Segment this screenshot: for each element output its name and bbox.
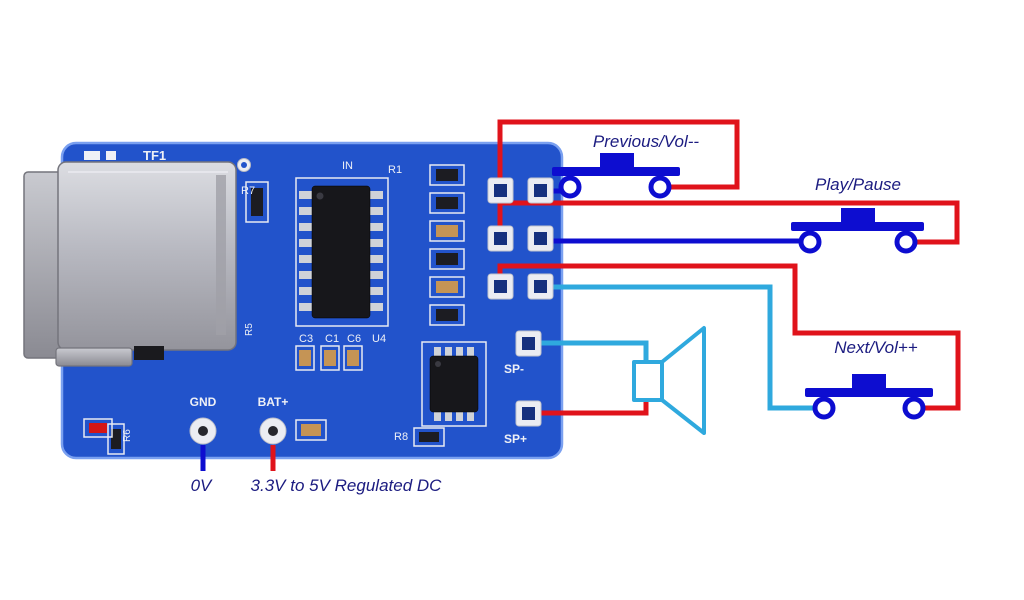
- speaker-icon: [632, 326, 706, 435]
- button-next-cap: [852, 374, 886, 388]
- silk-r8: R8: [394, 431, 408, 443]
- button-pad-row1: [487, 177, 554, 204]
- button-pad-row2: [487, 225, 554, 252]
- silk-c1: C1: [325, 333, 339, 345]
- wire-next-cyan: [540, 284, 815, 411]
- mounting-hole-center: [241, 162, 247, 168]
- bat-plus-pad: [259, 417, 287, 445]
- button-next-terminal-left: [812, 396, 836, 420]
- button-previous-label: Previous/Vol--: [593, 132, 699, 151]
- silk-sp-plus: SP+: [504, 432, 527, 446]
- gnd-annotation: 0V: [191, 476, 213, 495]
- fiducial-mark: [84, 151, 100, 160]
- button-next-bar: [805, 388, 933, 397]
- sp-minus-pad: [515, 330, 542, 357]
- button-previous: Previous/Vol--: [552, 132, 699, 199]
- speaker-cone: [660, 326, 706, 435]
- wire-speaker-minus: [531, 340, 649, 360]
- silk-c3: C3: [299, 333, 313, 345]
- sp-plus-pad: [515, 400, 542, 427]
- led-indicator: [83, 418, 113, 438]
- speaker-driver: [632, 360, 664, 402]
- solder-pads: [189, 177, 554, 445]
- main-ic-body: [311, 185, 371, 319]
- wire-playpause-red: [497, 200, 960, 245]
- gnd-pad: [189, 417, 217, 445]
- amplifier-ic: [421, 341, 487, 427]
- wire-previous-red: [497, 119, 740, 191]
- button-playpause: Play/Pause: [791, 175, 924, 254]
- silk-bat-plus: BAT+: [258, 395, 289, 409]
- main-ic: [295, 177, 389, 327]
- silk-r6: R6: [122, 429, 133, 442]
- led-chip: [89, 423, 107, 433]
- button-previous-terminal-right: [648, 175, 672, 199]
- button-playpause-bar: [791, 222, 924, 231]
- silk-in: IN: [342, 160, 353, 172]
- button-previous-terminal-left: [558, 175, 582, 199]
- button-previous-bar: [552, 167, 680, 176]
- wires: [200, 119, 961, 471]
- button-next-terminal-right: [902, 396, 926, 420]
- slot-tab: [55, 347, 133, 367]
- sd-slot-body: [57, 161, 237, 351]
- silk-u4: U4: [372, 333, 386, 345]
- slot-detent: [134, 346, 164, 360]
- pcb-board: TF1 R7 IN R1 C3 C1 C6 U4 R8 R5 R6 GND BA…: [23, 141, 564, 460]
- button-next: Next/Vol++: [805, 338, 933, 420]
- button-playpause-cap: [841, 208, 875, 222]
- amp-ic-body: [429, 355, 479, 413]
- button-previous-cap: [600, 153, 634, 167]
- sd-card-slot: [23, 161, 237, 367]
- button-pad-row3: [487, 273, 554, 300]
- supply-annotation: 3.3V to 5V Regulated DC: [251, 476, 443, 495]
- button-next-label: Next/Vol++: [834, 338, 918, 357]
- button-playpause-terminal-right: [894, 230, 918, 254]
- silk-r7: R7: [241, 185, 255, 197]
- wire-next-red: [497, 263, 961, 411]
- silk-sp-minus: SP-: [504, 362, 524, 376]
- amp-ic-pins: [434, 347, 474, 421]
- silkscreen-labels: TF1 R7 IN R1 C3 C1 C6 U4 R8 R5 R6 GND BA…: [122, 148, 527, 446]
- main-ic-pin1-dot: [316, 192, 324, 200]
- slot-spring: [216, 175, 226, 335]
- button-playpause-label: Play/Pause: [815, 175, 901, 194]
- button-playpause-terminal-left: [798, 230, 822, 254]
- silk-gnd: GND: [190, 395, 217, 409]
- silk-c6: C6: [347, 333, 361, 345]
- wire-speaker-plus: [531, 402, 649, 416]
- amp-ic-pin1-dot: [435, 361, 441, 367]
- passive-components: [107, 164, 465, 455]
- silk-r5: R5: [244, 323, 255, 336]
- silk-r1: R1: [388, 164, 402, 176]
- main-ic-footprint: [295, 177, 389, 327]
- fiducial-mark: [106, 151, 116, 160]
- amp-ic-footprint: [421, 341, 487, 427]
- silk-tf1: TF1: [143, 148, 166, 163]
- main-ic-pins: [299, 191, 383, 311]
